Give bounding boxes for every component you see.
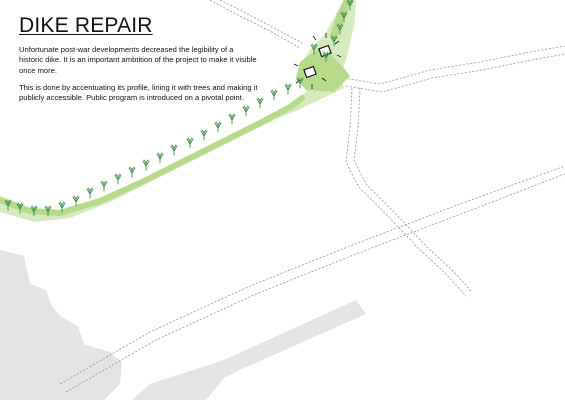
tree-icon bbox=[86, 187, 94, 199]
tree-icon bbox=[330, 35, 338, 47]
dike-crest-north bbox=[330, 0, 352, 40]
tree-icon bbox=[44, 205, 52, 217]
tree-icon bbox=[72, 195, 80, 207]
road-diagonal-b bbox=[65, 173, 565, 393]
tree-icon bbox=[30, 205, 38, 217]
road-descending-b bbox=[353, 87, 473, 293]
dike-plaza bbox=[296, 46, 350, 92]
intro-paragraph: Unfortunate post-war developments decrea… bbox=[19, 45, 257, 75]
tree-icon bbox=[242, 105, 250, 117]
road-north-b bbox=[219, 0, 305, 45]
tree-icon bbox=[270, 89, 278, 101]
road-north-a bbox=[209, 0, 301, 49]
tree-icon bbox=[128, 166, 136, 178]
building-block-west bbox=[0, 250, 122, 400]
tree-icon bbox=[214, 121, 222, 133]
tree-icon bbox=[170, 144, 178, 156]
tree-icon bbox=[310, 43, 318, 55]
dike-crest bbox=[0, 95, 305, 217]
dike bbox=[0, 0, 356, 222]
tree-icon bbox=[142, 159, 150, 171]
pavilion-south bbox=[303, 65, 317, 79]
tree-icon bbox=[4, 199, 12, 211]
tree-icon bbox=[200, 129, 208, 141]
tree-icon bbox=[156, 152, 164, 164]
pavilion-rays bbox=[293, 33, 342, 89]
road-descending-a bbox=[345, 87, 467, 297]
tree-icon bbox=[100, 180, 108, 192]
tree-icon bbox=[186, 137, 194, 149]
road-east-b bbox=[345, 53, 565, 93]
quay-block-south bbox=[132, 300, 366, 400]
tree-icon bbox=[322, 51, 330, 63]
tree-icon bbox=[58, 201, 66, 213]
tree-icon bbox=[296, 77, 304, 89]
roads bbox=[59, 0, 565, 393]
tree-icon bbox=[284, 83, 292, 95]
tree-icon bbox=[16, 202, 24, 214]
tree-icon bbox=[340, 11, 348, 23]
tree-icon bbox=[346, 0, 354, 11]
road-east-a bbox=[343, 45, 565, 85]
tree-row bbox=[4, 0, 354, 217]
page-title: DIKE REPAIR bbox=[19, 14, 153, 37]
road-diagonal-a bbox=[59, 165, 565, 385]
tree-icon bbox=[114, 173, 122, 185]
tree-icon bbox=[336, 23, 344, 35]
building-footprints bbox=[0, 250, 366, 400]
intervention-paragraph: This is done by accentuating its profile… bbox=[19, 83, 258, 103]
tree-icon bbox=[228, 113, 236, 125]
tree-icon bbox=[256, 97, 264, 109]
